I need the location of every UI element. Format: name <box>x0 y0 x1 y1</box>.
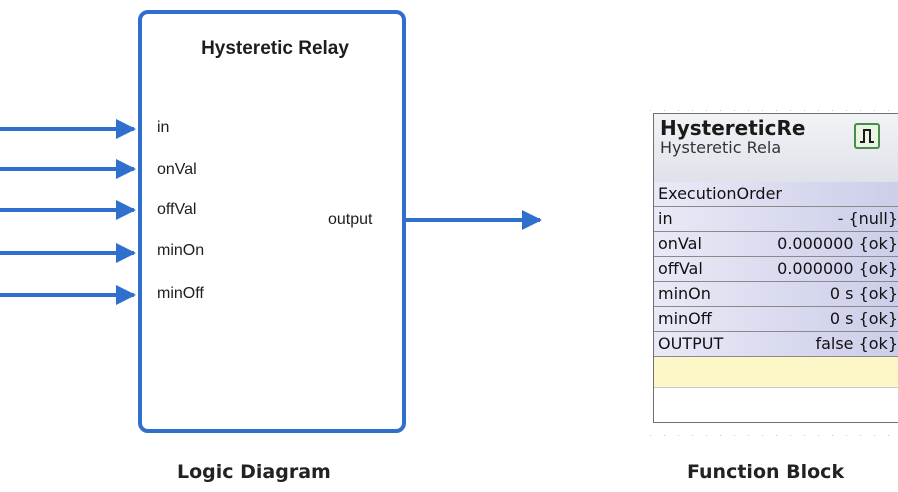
fb-row-label: ExecutionOrder <box>658 184 782 203</box>
function-block-type: HystereticRe <box>660 116 806 140</box>
function-block-caption: Function Block <box>687 461 845 483</box>
fb-row-executionorder[interactable]: ExecutionOrder 7 <box>654 182 898 207</box>
fb-row-onval[interactable]: onVal 0.000000 {ok} <box>654 232 898 257</box>
input-pin-onval: onVal <box>157 161 197 178</box>
fb-row-value: 0.000000 {ok} <box>777 259 898 278</box>
logic-block-title: Hysteretic Relay <box>201 38 349 59</box>
function-block-footer <box>654 357 898 388</box>
fb-row-in[interactable]: in - {null} <box>654 207 898 232</box>
logic-diagram-caption: Logic Diagram <box>177 461 331 483</box>
fb-row-label: minOn <box>658 284 711 303</box>
fb-row-offval[interactable]: offVal 0.000000 {ok} <box>654 257 898 282</box>
logic-block <box>138 10 406 433</box>
fb-row-label: onVal <box>658 234 702 253</box>
fb-row-minoff[interactable]: minOff 0 s {ok} <box>654 307 898 332</box>
fb-row-minon[interactable]: minOn 0 s {ok} <box>654 282 898 307</box>
input-pin-minon: minOn <box>157 242 205 259</box>
function-block-header[interactable]: HystereticRe Hysteretic Rela <box>654 114 898 183</box>
input-pin-offval: offVal <box>157 201 197 218</box>
function-block-instance-name: Hysteretic Rela <box>660 138 782 157</box>
input-pin-in: in <box>157 119 170 136</box>
fb-row-label: in <box>658 209 673 228</box>
fb-row-value: 0 s {ok} <box>829 309 898 328</box>
fb-row-value: 0 s {ok} <box>829 284 898 303</box>
function-block-viewport: HystereticRe Hysteretic Rela ExecutionOr… <box>650 110 898 440</box>
function-block[interactable]: HystereticRe Hysteretic Rela ExecutionOr… <box>653 113 898 423</box>
fb-row-value: 0.000000 {ok} <box>777 234 898 253</box>
fb-row-label: OUTPUT <box>658 334 724 353</box>
fb-row-output[interactable]: OUTPUT false {ok} <box>654 332 898 357</box>
fb-row-value: false {ok} <box>815 334 898 353</box>
fb-row-label: offVal <box>658 259 703 278</box>
output-pin: output <box>328 211 373 228</box>
input-pin-minoff: minOff <box>157 285 204 302</box>
fb-row-value: - {null} <box>837 209 898 228</box>
fb-row-label: minOff <box>658 309 712 328</box>
hysteresis-relay-icon <box>854 123 880 149</box>
